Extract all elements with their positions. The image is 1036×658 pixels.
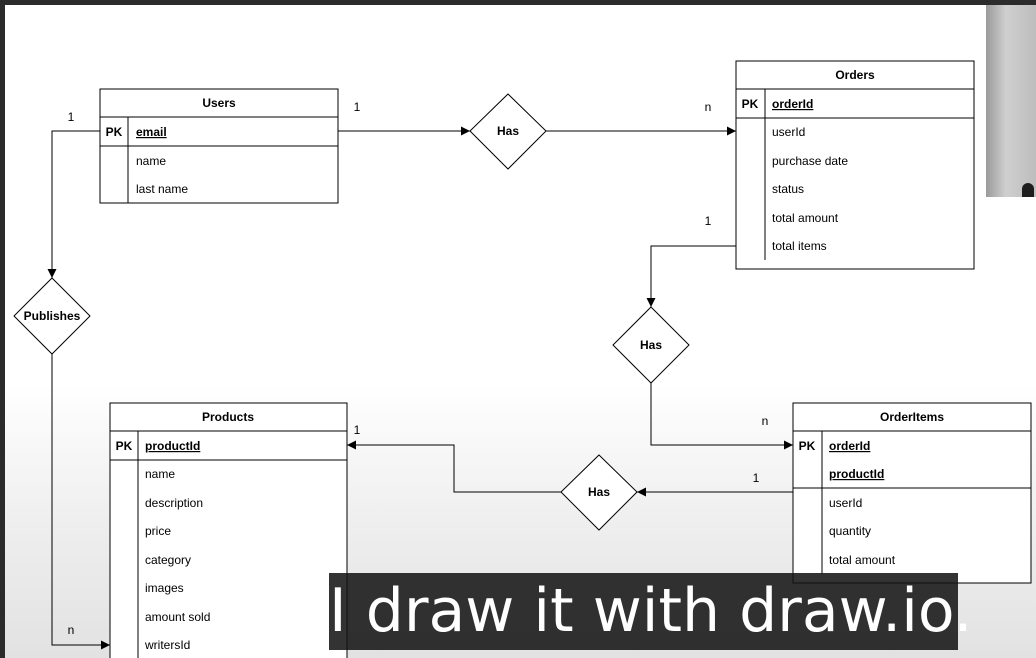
pk-label: PK bbox=[742, 97, 759, 111]
attribute-field: description bbox=[145, 496, 203, 510]
relationship-users-orders[interactable]: Has bbox=[469, 93, 547, 170]
entity-title: Orders bbox=[835, 68, 875, 82]
diagram-canvas: Has Publishes Has Has 1 n 1 n 1 n 1 1 Us… bbox=[5, 5, 1036, 658]
pk-label: PK bbox=[799, 439, 816, 453]
relationship-label: Has bbox=[588, 485, 610, 499]
cardinality-users-orders-from: 1 bbox=[354, 100, 361, 114]
entity-users[interactable]: Users PK email name last name bbox=[99, 88, 339, 204]
attribute-field: status bbox=[772, 182, 804, 196]
webcam-overlay bbox=[986, 5, 1036, 197]
entity-box bbox=[109, 402, 348, 658]
relationship-users-products[interactable]: Publishes bbox=[13, 277, 91, 355]
entity-box bbox=[792, 402, 1032, 584]
cardinality-orderitems-products-from: 1 bbox=[753, 471, 760, 485]
cardinality-labels: 1 n 1 n 1 n 1 1 bbox=[68, 100, 769, 637]
edge-orders-to-has bbox=[646, 245, 736, 307]
primary-key-field: email bbox=[136, 125, 167, 139]
primary-key-field: orderId bbox=[772, 97, 813, 111]
cardinality-users-orders-to: n bbox=[705, 100, 712, 114]
entity-title: Users bbox=[202, 96, 236, 110]
primary-key-field: productId bbox=[829, 467, 884, 481]
relationship-diamond bbox=[612, 306, 690, 384]
cardinality-orders-orderitems-from: 1 bbox=[705, 214, 712, 228]
attribute-field: total items bbox=[772, 239, 827, 253]
relationship-orderitems-products[interactable]: Has bbox=[560, 454, 638, 531]
entity-orders[interactable]: Orders PK orderId userId purchase date s… bbox=[735, 60, 975, 270]
relationship-label: Has bbox=[497, 124, 519, 138]
entity-title: OrderItems bbox=[880, 410, 944, 424]
er-diagram: Has Publishes Has Has 1 n 1 n 1 n 1 1 Us… bbox=[13, 60, 1032, 658]
attribute-field: amount sold bbox=[145, 610, 210, 624]
attribute-field: quantity bbox=[829, 524, 871, 538]
edge-has-to-products bbox=[347, 440, 561, 493]
cardinality-users-products-to: n bbox=[68, 623, 75, 637]
attribute-field: price bbox=[145, 524, 171, 538]
pk-label: PK bbox=[116, 439, 133, 453]
cardinality-orderitems-products-to: 1 bbox=[354, 423, 361, 437]
edge-has-to-orderitems bbox=[650, 383, 793, 450]
entity-title: Products bbox=[202, 410, 254, 424]
relationship-diamond bbox=[13, 277, 91, 355]
attribute-field: purchase date bbox=[772, 154, 848, 168]
relationship-diamond bbox=[560, 454, 638, 531]
attribute-field: writersId bbox=[144, 638, 190, 652]
attribute-field: category bbox=[145, 553, 191, 567]
relationship-label: Publishes bbox=[24, 309, 81, 323]
entity-box bbox=[735, 60, 975, 270]
entity-orderitems[interactable]: OrderItems PK orderId productId userId q… bbox=[792, 402, 1032, 584]
relationship-orders-orderitems[interactable]: Has bbox=[612, 306, 690, 384]
relationship-diamond bbox=[469, 93, 547, 170]
cardinality-users-products-from: 1 bbox=[68, 110, 75, 124]
cardinality-orders-orderitems-to: n bbox=[762, 414, 769, 428]
entity-products[interactable]: Products PK productId name description p… bbox=[109, 402, 348, 658]
attribute-field: userId bbox=[829, 496, 862, 510]
attribute-field: userId bbox=[772, 125, 805, 139]
attribute-field: last name bbox=[136, 182, 188, 196]
attribute-field: name bbox=[136, 154, 166, 168]
pk-label: PK bbox=[106, 125, 123, 139]
attribute-field: total amount bbox=[829, 553, 896, 567]
attribute-field: name bbox=[145, 467, 175, 481]
attribute-field: total amount bbox=[772, 211, 839, 225]
edge-users-to-publishes bbox=[47, 130, 100, 278]
edge-publishes-to-products bbox=[51, 354, 110, 650]
attribute-field: images bbox=[145, 581, 184, 595]
primary-key-field: orderId bbox=[829, 439, 870, 453]
relationship-label: Has bbox=[640, 338, 662, 352]
primary-key-field: productId bbox=[145, 439, 200, 453]
connectors bbox=[47, 126, 793, 650]
video-caption: I draw it with draw.io. bbox=[329, 573, 973, 650]
